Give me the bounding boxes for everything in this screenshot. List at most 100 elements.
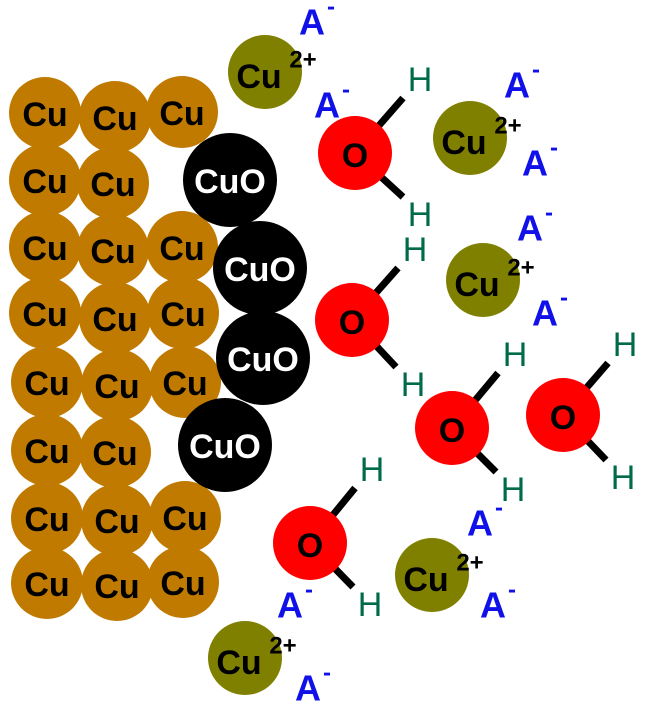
copper-ion-circle	[446, 243, 520, 317]
copper-oxide: CuO	[183, 133, 277, 227]
oxygen-atom	[273, 506, 347, 580]
copper-atom-circle	[81, 484, 153, 556]
anion-charge: -	[305, 577, 313, 604]
oxygen-label: O	[297, 527, 323, 565]
oxygen-atom	[526, 378, 600, 452]
copper-atom-circle	[11, 346, 83, 418]
copper-atom-circle	[79, 282, 151, 354]
anion-label: A	[295, 668, 321, 709]
copper-atom: Cu	[79, 282, 151, 354]
copper-ion-label: Cu	[403, 561, 448, 599]
anion: A-	[480, 577, 516, 626]
copper-atom: Cu	[9, 77, 81, 149]
copper-atom-label: Cu	[160, 565, 205, 603]
copper-ion-charge: 2+	[289, 47, 316, 74]
hydrogen-label: H	[501, 471, 526, 509]
copper-atom: Cu	[81, 484, 153, 556]
anion: A-	[295, 660, 331, 709]
copper-atom-circle	[81, 349, 153, 421]
copper-oxide-circle	[216, 311, 310, 405]
copper-oxide-label: CuO	[189, 428, 261, 466]
copper-atom-circle	[146, 211, 218, 283]
oxygen-label: O	[439, 412, 465, 450]
hydrogen-label: H	[401, 366, 426, 404]
copper-atom-label: Cu	[22, 163, 67, 201]
copper-atom-label: Cu	[92, 435, 137, 473]
oxygen-label: O	[339, 304, 365, 342]
copper-atom-circle	[9, 77, 81, 149]
anion-charge: -	[532, 57, 540, 84]
copper-atom: Cu	[147, 546, 219, 618]
copper-atom: Cu	[81, 549, 153, 621]
copper-ion-label: Cu	[441, 124, 486, 162]
copper-ion-circle	[208, 621, 282, 695]
anion-charge: -	[550, 135, 558, 162]
copper-atom-circle	[79, 416, 151, 488]
copper-ion-charge: 2+	[269, 633, 296, 660]
anion-label: A	[314, 85, 340, 126]
copper-atom-label: Cu	[160, 296, 205, 334]
copper-atom-label: Cu	[24, 365, 69, 403]
copper-atom-label: Cu	[90, 166, 135, 204]
copper-atom: Cu	[146, 76, 218, 148]
copper-atom-circle	[81, 549, 153, 621]
copper-atom-circle	[79, 81, 151, 153]
anion-label: A	[467, 503, 493, 544]
copper-atom-label: Cu	[24, 501, 69, 539]
anion-charge: -	[327, 0, 335, 21]
oxygen-atom	[318, 116, 392, 190]
copper-atom-label: Cu	[24, 433, 69, 471]
copper-atom: Cu	[77, 214, 149, 286]
anion-charge: -	[495, 495, 503, 522]
copper-atom: Cu	[79, 81, 151, 153]
anion: A-	[522, 135, 558, 184]
hydrogen-label: H	[503, 336, 528, 374]
copper-atom: Cu	[147, 277, 219, 349]
hydrogen-label: H	[408, 61, 433, 99]
copper-atom-circle	[11, 414, 83, 486]
copper-atom-label: Cu	[159, 95, 204, 133]
copper-atom: Cu	[77, 147, 149, 219]
oxygen-atom	[315, 283, 389, 357]
anion: A-	[532, 285, 568, 334]
copper-oxide-label: CuO	[194, 163, 266, 201]
water-molecule: OHH	[273, 451, 384, 624]
anion-label: A	[532, 293, 558, 334]
copper-oxide: CuO	[178, 398, 272, 492]
water-molecule: OHH	[526, 326, 637, 497]
anion-label: A	[522, 143, 548, 184]
copper-atom-circle	[11, 547, 83, 619]
hydrogen-label: H	[613, 326, 638, 364]
water-molecule: OH H	[315, 231, 427, 404]
copper-atom: Cu	[9, 144, 81, 216]
copper-atom-circle	[77, 147, 149, 219]
copper-ion-circle	[395, 538, 469, 612]
copper-atom-circle	[146, 76, 218, 148]
copper-atom: Cu	[9, 277, 81, 349]
anion: A-	[467, 495, 503, 544]
copper-atom: Cu	[79, 416, 151, 488]
copper-atom-circle	[11, 482, 83, 554]
copper-oxide-label: CuO	[227, 341, 299, 379]
hydrogen-label: H	[408, 196, 433, 234]
anion: A-	[314, 77, 350, 126]
copper-oxide-circle	[178, 398, 272, 492]
anion-label: A	[480, 585, 506, 626]
copper-atom: Cu	[11, 482, 83, 554]
copper-atom-label: Cu	[22, 96, 67, 134]
water-molecule: OH H	[415, 336, 527, 509]
copper-atom: Cu	[11, 547, 83, 619]
oxygen-label: O	[550, 399, 576, 437]
anion: A-	[504, 57, 540, 106]
hydrogen-label: H	[360, 451, 385, 489]
oxygen-atom	[415, 391, 489, 465]
anion-label: A	[299, 2, 325, 43]
copper-ion-charge: 2+	[507, 255, 534, 282]
hydrogen-label: H	[403, 231, 428, 269]
copper-atom-label: Cu	[22, 296, 67, 334]
